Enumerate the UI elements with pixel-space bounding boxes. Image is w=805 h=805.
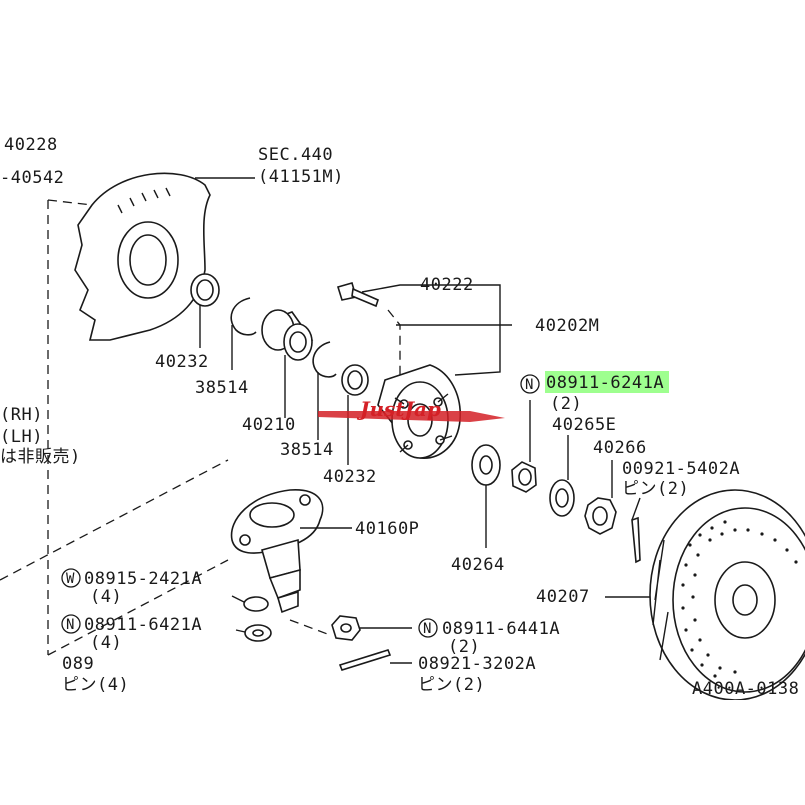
label-40210: 40210 (242, 415, 296, 435)
label-sec440: SEC.440 (258, 145, 333, 165)
leader-40202m-bottom (454, 325, 501, 376)
bottom-blank (0, 700, 805, 805)
hub-bolt-40222 (336, 282, 379, 308)
label-diagram-code: A400A-0138 (692, 679, 799, 699)
label-40265e: 40265E (552, 415, 616, 435)
prefix-n-circle-6241a (520, 374, 540, 394)
label-40266: 40266 (593, 438, 647, 458)
bearing-40210 (261, 309, 314, 361)
label-08911-6241a: 08911-6241A (546, 373, 664, 393)
watermark-text: JustJap (356, 397, 441, 421)
cotter-pin-00921-5402a (631, 516, 641, 564)
dashed-hub-guide (387, 309, 401, 395)
prefix-w-circle (61, 568, 81, 588)
dashed-line-lower-a (0, 459, 229, 581)
label-sec440-sub: (41151M) (258, 167, 344, 187)
leader-08911-6421a (235, 629, 246, 633)
seal-40232-a (190, 273, 220, 307)
washer-40264 (471, 444, 501, 486)
leader-00921-5402a (631, 497, 641, 521)
label-08911-6421a: 08911-6421A (84, 615, 202, 635)
prefix-n-6441a: N (423, 621, 431, 637)
prefix-n-circle-6441a (418, 618, 438, 638)
label-40232-a: 40232 (155, 352, 209, 372)
castle-nut-40266 (584, 497, 617, 535)
label-40228: 40228 (4, 135, 58, 155)
snap-ring-38514-a (230, 297, 257, 336)
label-00921-5402a: 00921-5402A (622, 459, 740, 479)
label-38514-a: 38514 (195, 378, 249, 398)
prefix-w: W (66, 571, 75, 587)
dust-shield (74, 172, 211, 341)
label-40232-b: 40232 (323, 467, 377, 487)
label-08911-6241a-main: 08911-624 (546, 373, 643, 393)
seal-40232-b (341, 364, 369, 396)
nut-08911-6241a (511, 461, 537, 493)
ball-joint-40160p (230, 489, 324, 614)
label-089-cut: 089 (62, 654, 94, 674)
brake-rotor-40207 (649, 489, 805, 701)
nut-08911-6441a (331, 615, 361, 641)
leader-08915-2421a (231, 595, 245, 603)
prefix-n-circle-6421a (61, 614, 81, 634)
label-40222: 40222 (420, 275, 474, 295)
nut-08911-6421a (244, 624, 272, 642)
snap-ring-38514-b (312, 341, 337, 378)
label-00921-5402a-qty: ピン(2) (622, 479, 689, 499)
label-38514-b: 38514 (280, 440, 334, 460)
watermark-logo: JustJap (318, 397, 505, 422)
label-rh: (RH) (0, 405, 43, 425)
label-08921-3202a-qty: ピン(2) (418, 675, 485, 695)
label-40202m: 40202M (535, 316, 599, 336)
dashed-line-stud (289, 619, 331, 636)
label-40542: -40542 (0, 168, 64, 188)
washer-40265e (549, 479, 575, 517)
washer-08915-2421a (243, 596, 269, 612)
part-highlight (545, 371, 669, 393)
cotter-pin-08921-3202a (338, 649, 392, 671)
prefix-n-6421a: N (66, 617, 74, 633)
leader-40222 (361, 284, 512, 326)
label-40207: 40207 (536, 587, 590, 607)
label-40160p: 40160P (355, 519, 419, 539)
label-08911-6241a-suffix: 1A (643, 373, 664, 393)
label-08911-6421a-qty: (4) (90, 633, 122, 653)
label-08911-6441a: 08911-6441A (442, 619, 560, 639)
label-lh: (LH) (0, 427, 43, 447)
label-08915-2421a: 08915-2421A (84, 569, 202, 589)
label-note-jp: は非販売) (0, 447, 81, 467)
label-08915-2421a-qty: (4) (90, 587, 122, 607)
label-08921-3202a: 08921-3202A (418, 654, 536, 674)
dashed-boundary-left (47, 199, 93, 655)
label-08911-6241a-qty: (2) (550, 394, 582, 414)
dashed-line-lower-b (47, 559, 229, 656)
prefix-n-6241a: N (525, 377, 533, 393)
label-08911-6441a-qty: (2) (448, 637, 480, 657)
label-40264: 40264 (451, 555, 505, 575)
label-089-cut-qty: ピン(4) (62, 675, 129, 695)
